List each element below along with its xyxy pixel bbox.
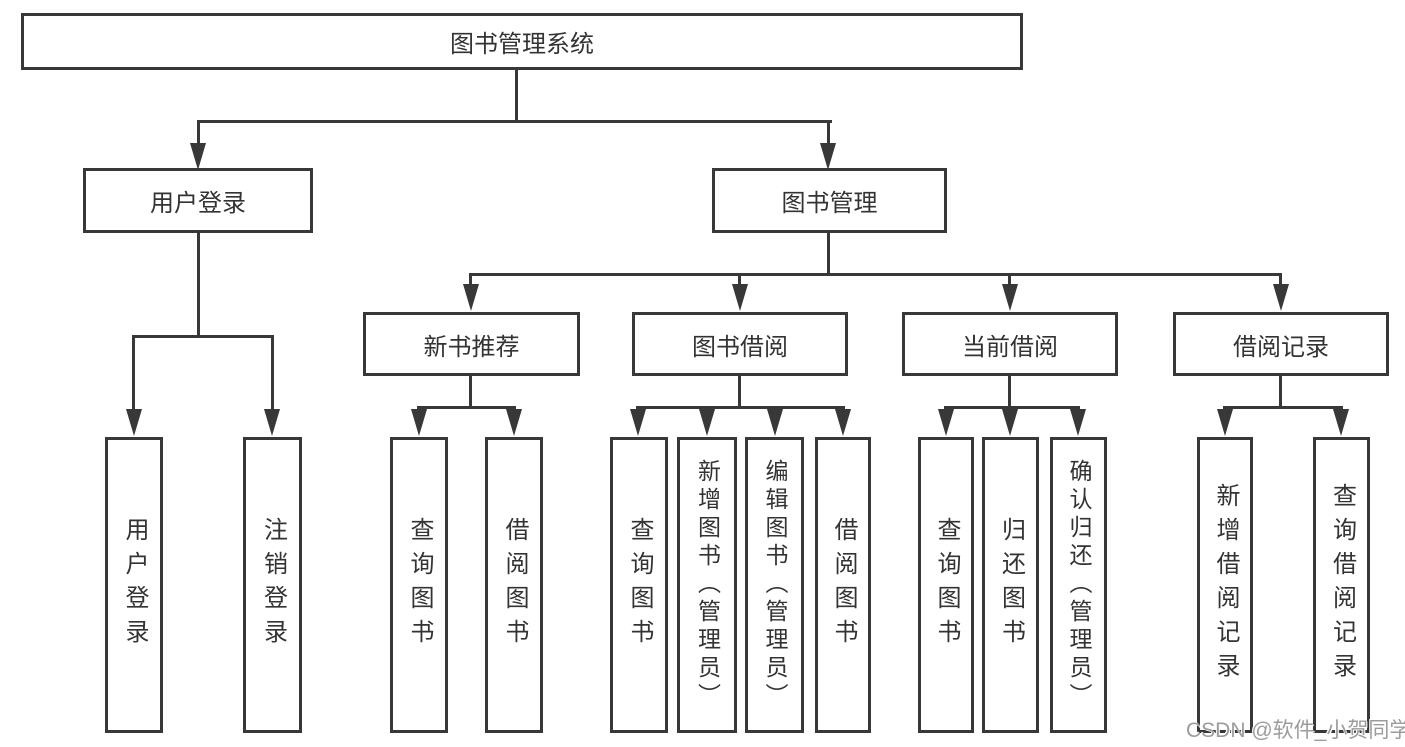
connector-line: [1008, 273, 1011, 287]
leaf-query-books-recommend: 查询图书: [390, 437, 448, 733]
leaf-label: 借阅图书: [830, 517, 857, 653]
connector-line: [197, 233, 200, 337]
leaf-add-book-admin: 新增图书（管理员）: [677, 437, 737, 733]
leaf-label: 编辑图书（管理员）: [762, 459, 788, 711]
node-user-login: 用户登录: [83, 168, 313, 233]
connector-line: [515, 68, 518, 122]
arrowhead-down-icon: [630, 409, 646, 436]
leaf-label: 新增图书（管理员）: [694, 459, 721, 711]
connector-line: [636, 406, 845, 409]
arrowhead-down-icon: [699, 409, 715, 436]
connector-line: [827, 233, 830, 275]
arrowhead-down-icon: [820, 143, 836, 170]
leaf-label: 确认归还（管理员）: [1066, 459, 1092, 711]
arrowhead-down-icon: [732, 284, 748, 311]
node-book-borrowing: 图书借阅: [632, 312, 848, 376]
leaf-label: 查询图书: [406, 517, 433, 653]
connector-line: [1279, 376, 1282, 408]
leaf-label: 归还图书: [997, 517, 1025, 653]
connector-line: [944, 406, 1080, 409]
arrowhead-down-icon: [1217, 409, 1233, 436]
leaf-query-books-current: 查询图书: [918, 437, 974, 733]
connector-line: [1279, 273, 1282, 287]
leaf-logout: 注销登录: [243, 437, 302, 733]
arrowhead-down-icon: [1002, 409, 1018, 436]
leaf-query-borrow-record: 查询借阅记录: [1313, 437, 1370, 733]
arrowhead-down-icon: [1070, 409, 1086, 436]
leaf-add-borrow-record: 新增借阅记录: [1197, 437, 1253, 733]
node-book-management: 图书管理: [712, 168, 947, 233]
connector-line: [738, 376, 741, 408]
node-borrow-records: 借阅记录: [1173, 312, 1389, 376]
csdn-watermark: CSDN @软件_小贺同学: [1186, 719, 1405, 742]
arrowhead-down-icon: [506, 409, 522, 436]
leaf-edit-book-admin: 编辑图书（管理员）: [745, 437, 804, 733]
leaf-label: 注销登录: [259, 517, 287, 653]
node-current-borrowing: 当前借阅: [902, 312, 1118, 376]
arrowhead-down-icon: [938, 409, 954, 436]
connector-line: [1008, 376, 1011, 408]
leaf-label: 借阅图书: [501, 517, 528, 653]
leaf-user-login: 用户登录: [105, 437, 163, 733]
connector-line: [738, 273, 741, 287]
connector-line: [132, 335, 274, 338]
node-new-book-recommend: 新书推荐: [363, 312, 580, 376]
arrowhead-down-icon: [835, 409, 851, 436]
leaf-label: 查询借阅记录: [1328, 483, 1356, 687]
leaf-borrow-books-recommend: 借阅图书: [485, 437, 543, 733]
connector-line: [469, 376, 472, 408]
arrowhead-down-icon: [767, 409, 783, 436]
connector-line: [271, 335, 274, 411]
connector-line: [469, 273, 1282, 276]
leaf-label: 新增借阅记录: [1212, 483, 1239, 687]
arrowhead-down-icon: [1333, 409, 1349, 436]
connector-line: [132, 335, 135, 411]
leaf-label: 查询图书: [933, 517, 960, 653]
leaf-borrow-books-borrowing: 借阅图书: [815, 437, 871, 733]
connector-line: [417, 406, 516, 409]
connector-line: [1223, 406, 1343, 409]
connector-line: [197, 120, 200, 148]
root-node-library-system: 图书管理系统: [21, 13, 1023, 70]
arrowhead-down-icon: [411, 409, 427, 436]
leaf-return-books: 归还图书: [982, 437, 1039, 733]
arrowhead-down-icon: [126, 409, 142, 436]
connector-line: [827, 120, 830, 148]
arrowhead-down-icon: [1273, 284, 1289, 311]
leaf-query-books-borrowing: 查询图书: [610, 437, 668, 733]
arrowhead-down-icon: [264, 409, 280, 436]
connector-line: [469, 273, 472, 287]
leaf-label: 用户登录: [121, 517, 148, 653]
arrowhead-down-icon: [463, 284, 479, 311]
arrowhead-down-icon: [190, 143, 206, 170]
connector-line: [198, 120, 832, 123]
arrowhead-down-icon: [1002, 284, 1018, 311]
leaf-confirm-return-admin: 确认归还（管理员）: [1050, 437, 1107, 733]
leaf-label: 查询图书: [626, 517, 653, 653]
